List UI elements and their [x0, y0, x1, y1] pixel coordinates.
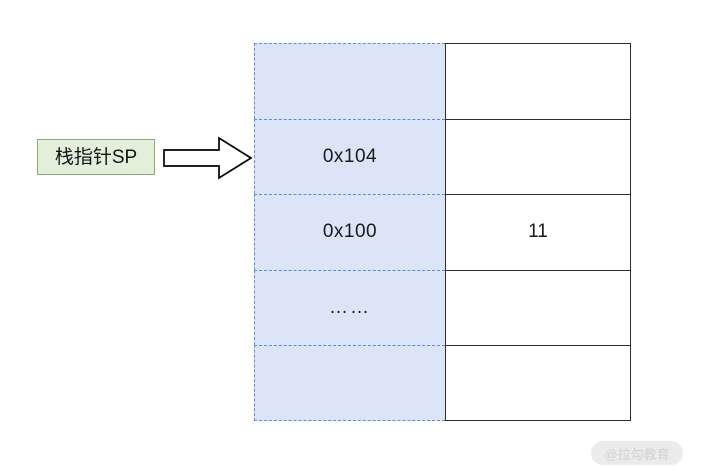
value-cell [445, 43, 631, 119]
block-arrow-right-icon [163, 136, 253, 180]
value-cell [445, 269, 631, 346]
table-row [254, 43, 631, 119]
table-row: 0x100 11 [254, 194, 631, 270]
value-cell [445, 118, 631, 195]
watermark: @拉勾教育 [591, 441, 683, 465]
address-text: …… [329, 297, 371, 319]
table-row [254, 345, 631, 421]
watermark-text: @拉勾教育 [604, 446, 670, 462]
stack-pointer-label: 栈指针SP [37, 139, 155, 175]
stack-pointer-label-text: 栈指针SP [54, 146, 138, 168]
table-row: 0x104 [254, 118, 631, 195]
address-text: 0x104 [322, 145, 378, 167]
value-cell: 11 [445, 194, 631, 270]
address-cell [254, 345, 445, 421]
address-cell: …… [254, 269, 445, 346]
value-cell [445, 345, 631, 421]
table-row: …… [254, 269, 631, 346]
address-cell: 0x104 [254, 118, 445, 195]
address-text: 0x100 [322, 221, 378, 243]
memory-table: 0x104 0x100 11 …… [254, 43, 631, 421]
address-cell: 0x100 [254, 194, 445, 270]
address-cell [254, 43, 445, 119]
value-text: 11 [528, 221, 548, 243]
